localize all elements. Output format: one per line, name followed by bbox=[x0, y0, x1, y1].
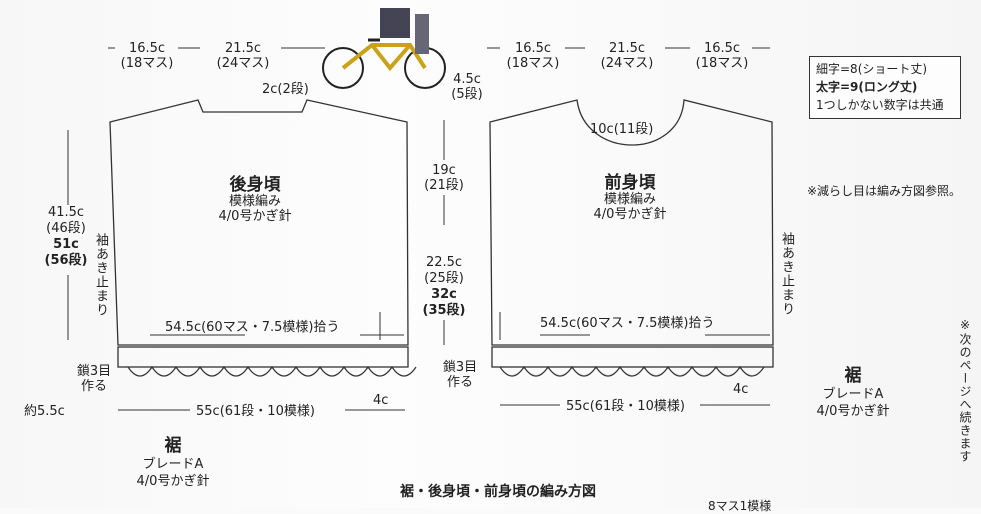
left-height-label: 41.5c(46段)51c(56段) bbox=[44, 205, 88, 268]
top-right-dim-3: 16.5c(18マス) bbox=[695, 41, 749, 71]
scallop-width-back: 4c bbox=[373, 393, 389, 408]
legend-line-1: 細字=8(ショート丈) bbox=[816, 62, 928, 76]
decrease-note: ※減らし目は編み方図参照。 bbox=[807, 184, 962, 198]
center-height-1: 19c(21段) bbox=[424, 163, 464, 193]
back-neck-label: 2c(2段) bbox=[262, 82, 309, 97]
sleeve-stop-left: 袖あき止まり bbox=[93, 233, 108, 317]
sleeve-stop-right: 袖あき止まり bbox=[779, 232, 794, 316]
chain-back: 鎖3目作る bbox=[76, 364, 112, 394]
pickup-back: 54.5c(60マス・7.5模様)拾う bbox=[165, 320, 340, 335]
top-right-dim-2: 21.5c(24マス) bbox=[600, 41, 654, 71]
top-left-dim-2: 21.5c(24マス) bbox=[216, 41, 270, 71]
bottom-cut-text: 8マス1模様 bbox=[708, 499, 772, 513]
top-left-dim-1: 16.5c(18マス) bbox=[120, 41, 174, 71]
braid-width-front: 55c(61段・10模様) bbox=[566, 399, 685, 414]
diagram-caption: 裾・後身頃・前身頃の編み方図 bbox=[400, 484, 596, 500]
shoulder-label: 4.5c(5段) bbox=[451, 72, 483, 102]
legend-line-2: 太字=9(ロング丈) bbox=[816, 80, 918, 94]
center-height-2: 22.5c(25段)32c(35段) bbox=[422, 255, 466, 318]
scallop-width-front: 4c bbox=[733, 382, 749, 397]
legend-box: 細字=8(ショート丈) 太字=9(ロング丈) 1つしかない数字は共通 bbox=[809, 56, 961, 119]
pickup-front: 54.5c(60マス・7.5模様)拾う bbox=[540, 316, 715, 331]
front-neck-label: 10c(11段) bbox=[590, 122, 654, 137]
approx-label: 約5.5c bbox=[24, 404, 65, 419]
braid-width-back: 55c(61段・10模様) bbox=[196, 404, 315, 419]
chain-front: 鎖3目作る bbox=[442, 360, 478, 390]
next-page-note: ※次のページへ続きます bbox=[958, 318, 972, 463]
legend-line-3: 1つしかない数字は共通 bbox=[816, 98, 944, 112]
bicycle-illustration bbox=[322, 8, 446, 89]
top-right-dim-1: 16.5c(18マス) bbox=[506, 41, 560, 71]
